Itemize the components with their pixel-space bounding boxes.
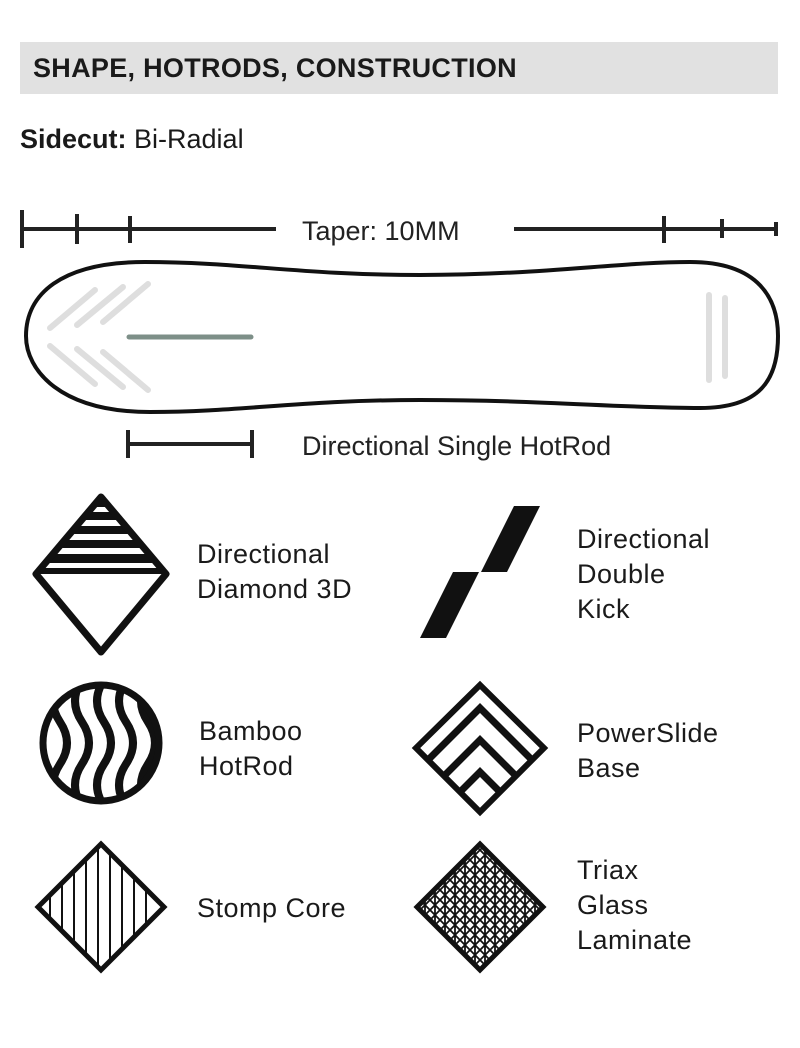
double-kick-icon	[420, 506, 540, 638]
taper-scale	[20, 210, 778, 248]
tip-marks	[47, 281, 728, 393]
stomp-core-icon	[34, 840, 168, 974]
feature-line: Kick	[577, 594, 631, 624]
diamond-3d-icon	[32, 493, 170, 656]
sidecut-value: Bi-Radial	[134, 124, 244, 154]
feature-line: Diamond 3D	[197, 574, 353, 604]
section-header: SHAPE, HOTRODS, CONSTRUCTION	[20, 42, 778, 94]
feature-line: Double	[577, 559, 666, 589]
powerslide-icon	[411, 680, 549, 817]
feature-line: Triax	[577, 855, 639, 885]
feature-line: PowerSlide	[577, 718, 719, 748]
feature-line: Bamboo	[199, 716, 303, 746]
feature-line: Directional	[197, 539, 331, 569]
feature-line: Laminate	[577, 925, 693, 955]
feature-stomp-core: Stomp Core	[197, 891, 346, 926]
hotrod-label: Directional Single HotRod	[302, 431, 611, 461]
section-title: SHAPE, HOTRODS, CONSTRUCTION	[33, 53, 517, 83]
feature-line: Directional	[577, 524, 711, 554]
triax-icon	[413, 840, 547, 974]
hotrod-scale	[126, 430, 254, 458]
feature-line: Stomp Core	[197, 893, 347, 923]
sidecut-row: Sidecut: Bi-Radial	[20, 124, 244, 155]
bamboo-icon	[39, 681, 163, 805]
snowboard-outline	[23, 259, 781, 415]
feature-line: Base	[577, 753, 641, 783]
sidecut-label: Sidecut:	[20, 124, 127, 154]
taper-label: Taper: 10MM	[302, 216, 460, 246]
feature-line: Glass	[577, 890, 649, 920]
feature-line: HotRod	[199, 751, 294, 781]
